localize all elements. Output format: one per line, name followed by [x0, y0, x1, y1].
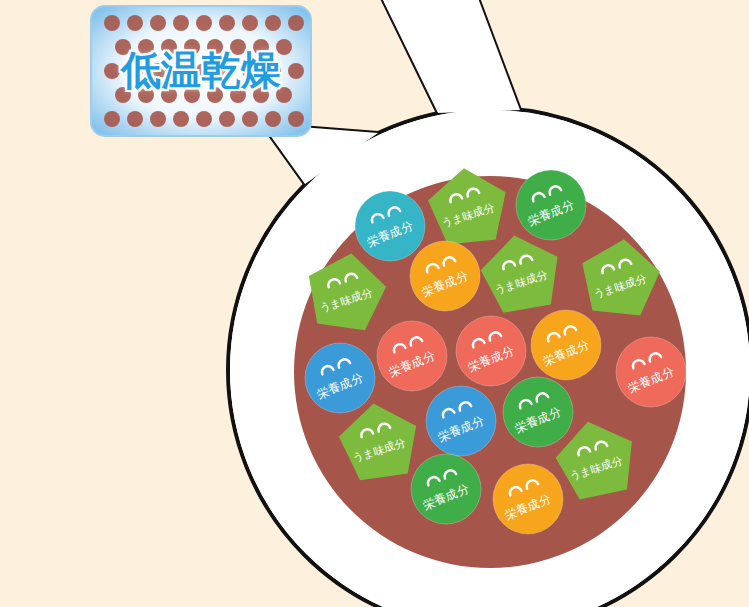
nutrient-circle: 栄養成分 — [376, 320, 448, 392]
smile-eye — [370, 212, 383, 222]
label-frame — [91, 6, 311, 136]
smile-eye — [458, 401, 471, 411]
process-label-box: 低温乾燥 — [90, 5, 312, 137]
nutrient-circle: 栄養成分 — [354, 190, 426, 262]
node-shape — [480, 232, 562, 312]
smile-eye — [344, 272, 357, 281]
smile-eye — [508, 485, 521, 495]
smile-eye — [601, 264, 614, 273]
node-shape — [579, 236, 661, 316]
pentagon-shape — [335, 398, 423, 482]
bubble-tail — [378, 0, 520, 113]
pentagon-shape — [425, 164, 510, 246]
dot — [288, 15, 304, 31]
pentagon-shape — [476, 229, 566, 316]
smile-eye — [594, 440, 607, 449]
smile-eye — [392, 342, 405, 352]
smile-eye — [618, 258, 631, 267]
smile-eye — [425, 262, 438, 272]
dot — [288, 63, 304, 79]
node-shape — [555, 418, 637, 498]
dot — [196, 111, 212, 127]
dot — [219, 111, 235, 127]
smile-eye — [531, 191, 544, 201]
smile-eye — [631, 358, 644, 368]
smile-eye — [442, 256, 455, 266]
smile-eye — [387, 206, 400, 216]
pentagon-shape — [550, 414, 642, 503]
umami-pentagon: うま味成分 — [579, 236, 661, 316]
dot — [173, 111, 189, 127]
nutrient-circle: 栄養成分 — [410, 453, 482, 525]
smile-eye — [648, 352, 661, 362]
smile-eye — [502, 260, 515, 269]
smile-eye — [525, 479, 538, 489]
bubble-fill — [378, 0, 520, 113]
smile-eye — [409, 336, 422, 346]
smile-eye — [488, 331, 501, 341]
bubble-fill — [230, 110, 749, 607]
dot — [104, 111, 120, 127]
nutrient-circle: 栄養成分 — [530, 309, 602, 381]
pentagon-shape — [302, 248, 390, 332]
dot — [265, 111, 281, 127]
smile-eye — [377, 422, 390, 431]
nutrient-circle: 栄養成分 — [492, 463, 564, 535]
smile-eye — [535, 392, 548, 402]
smile-eye — [518, 398, 531, 408]
dot — [265, 15, 281, 31]
nutrient-circle: 栄養成分 — [615, 336, 687, 408]
pentagon-shape — [578, 235, 663, 317]
smile-eye — [426, 475, 439, 485]
dot — [104, 63, 120, 79]
smile-eye — [563, 325, 576, 335]
dot — [288, 111, 304, 127]
umami-pentagon: うま味成分 — [305, 250, 387, 330]
dot — [127, 111, 143, 127]
smile-eye — [449, 193, 462, 202]
nutrient-circle: 栄養成分 — [515, 169, 587, 241]
smile-eye — [471, 337, 484, 347]
umami-pentagon: うま味成分 — [480, 232, 562, 312]
umami-pentagon: うま味成分 — [427, 165, 509, 245]
nutrient-circle: 栄養成分 — [502, 376, 574, 448]
umami-pentagon: うま味成分 — [555, 418, 637, 498]
bubble-outline — [228, 108, 749, 607]
nutrient-circle: 栄養成分 — [409, 240, 481, 312]
dot — [219, 15, 235, 31]
smile-eye — [337, 358, 350, 368]
smile-eye — [441, 407, 454, 417]
dot — [196, 15, 212, 31]
dot — [127, 15, 143, 31]
dot — [173, 15, 189, 31]
smile-eye — [519, 254, 532, 263]
smile-eye — [360, 428, 373, 437]
smile-eye — [546, 331, 559, 341]
nutrient-circle: 栄養成分 — [455, 315, 527, 387]
smile-eye — [466, 187, 479, 196]
smile-eye — [327, 278, 340, 287]
smile-eye — [548, 185, 561, 195]
dot — [242, 15, 258, 31]
umami-pentagon: うま味成分 — [338, 400, 420, 480]
node-shape — [427, 165, 509, 245]
dot — [242, 111, 258, 127]
dot — [150, 15, 166, 31]
node-shape — [338, 400, 420, 480]
smile-eye — [577, 446, 590, 455]
nutrient-circle: 栄養成分 — [425, 385, 497, 457]
process-title: 低温乾燥 — [90, 47, 312, 93]
dot — [104, 15, 120, 31]
node-shape — [305, 250, 387, 330]
smile-eye — [443, 469, 456, 479]
dot — [150, 111, 166, 127]
smile-eye — [320, 364, 333, 374]
nutrient-circle: 栄養成分 — [304, 342, 376, 414]
